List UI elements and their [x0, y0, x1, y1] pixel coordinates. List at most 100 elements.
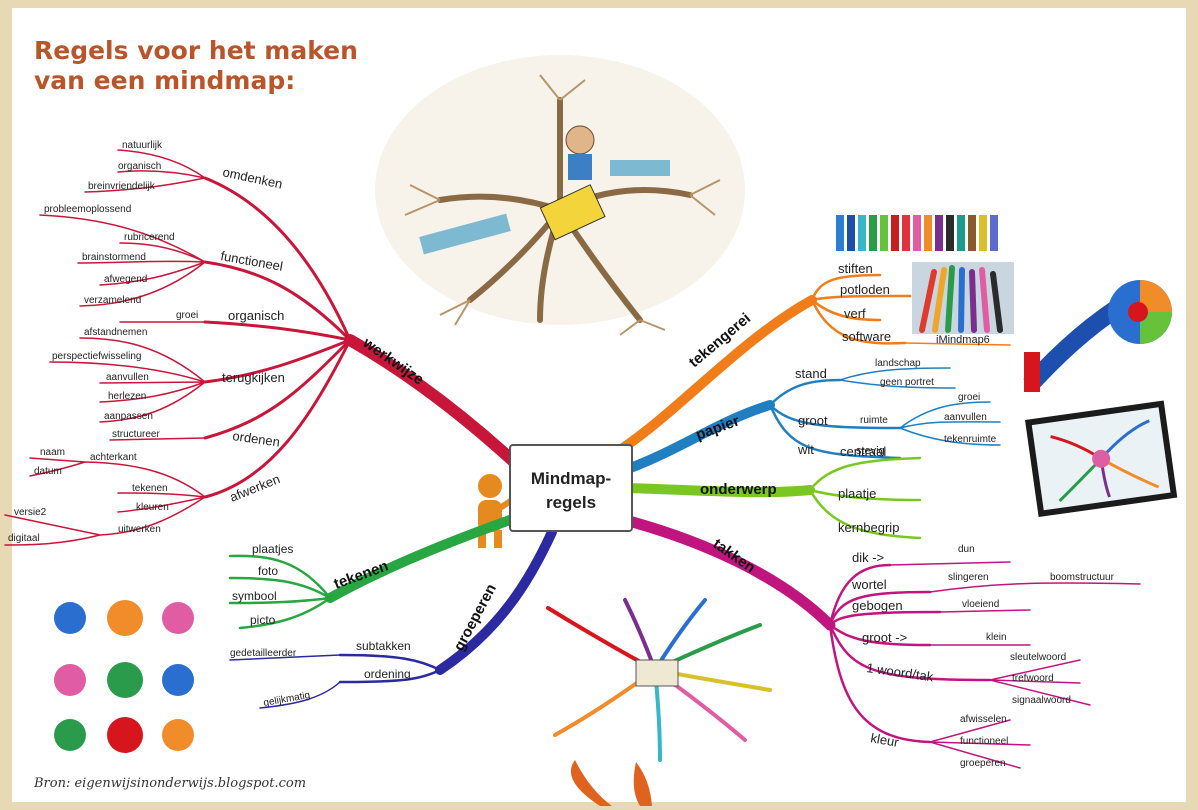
branch-tekenen: [325, 515, 515, 603]
werkwijze-group-label: organisch: [228, 308, 284, 323]
tekengerei-item: iMindmap6: [936, 334, 990, 346]
papier-item: stevig: [856, 445, 885, 457]
onderwerp-item: centraal: [840, 444, 886, 459]
werkwijze-item: naam: [40, 447, 65, 458]
werkwijze-item: groei: [176, 310, 198, 321]
werkwijze-item: tekenen: [132, 483, 168, 494]
groeperen-item: subtakken: [356, 639, 411, 653]
page-title-line2: van een mindmap:: [34, 66, 296, 95]
takken-item: boomstructuur: [1050, 572, 1115, 583]
werkwijze-group-label: ordenen: [232, 428, 281, 449]
papier-item: groot: [798, 413, 828, 428]
tekengerei-item: potloden: [840, 282, 890, 297]
papier-item: stand: [795, 366, 827, 381]
tekenen-item: picto: [250, 613, 276, 627]
people-icons-illustration: [54, 600, 194, 753]
werkwijze-subbranches: [4, 149, 352, 546]
werkwijze-item: versie2: [14, 507, 47, 518]
werkwijze-item: structureer: [112, 429, 160, 440]
werkwijze-item: breinvriendelijk: [88, 181, 156, 192]
page-title: Regels voor het maken van een mindmap:: [34, 36, 358, 96]
takken-item: dik ->: [852, 550, 884, 565]
werkwijze-item: achterkant: [90, 452, 137, 463]
werkwijze-item: digitaal: [8, 533, 40, 544]
werkwijze-item: afwegend: [104, 274, 147, 285]
takken-item: 1 woord/tak: [866, 660, 935, 684]
branch-label-tekenen: tekenen: [332, 557, 391, 592]
tekengerei-labels: stiften potloden verf software iMindmap6: [838, 261, 990, 346]
onderwerp-item: plaatje: [838, 486, 876, 501]
source-credit: Bron: eigenwijsinonderwijs.blogspot.com: [34, 776, 307, 791]
werkwijze-group-label: omdenken: [221, 164, 284, 191]
sample-mindmap-illustration: [375, 55, 745, 336]
center-title-line2: regels: [546, 493, 596, 512]
imindmap-logo: [1023, 280, 1172, 392]
papier-item: landschap: [875, 358, 921, 369]
takken-item: vloeiend: [962, 599, 999, 610]
colored-tree-illustration: [546, 598, 772, 806]
takken-item: sleutelwoord: [1010, 652, 1066, 663]
tekenen-subbranches: [228, 554, 332, 630]
tekenen-labels: plaatjes foto symbool picto: [232, 542, 293, 627]
werkwijze-item: datum: [34, 466, 62, 477]
branch-tekengerei: [615, 295, 817, 455]
tekengerei-item: software: [842, 329, 891, 344]
markers-illustration: [836, 215, 998, 251]
branch-label-onderwerp: onderwerp: [700, 481, 777, 498]
takken-item: slingeren: [948, 572, 989, 583]
takken-subbranches: [828, 561, 1141, 769]
werkwijze-group-label: terugkijken: [222, 370, 285, 385]
takken-item: klein: [986, 632, 1007, 643]
takken-item: functioneel: [960, 736, 1008, 747]
groeperen-item: gedetailleerder: [230, 648, 297, 659]
tekenen-item: plaatjes: [252, 542, 293, 556]
papier-item: wit: [797, 442, 814, 457]
papier-subbranches: [768, 367, 1001, 460]
werkwijze-item: perspectiefwisseling: [52, 351, 142, 362]
groeperen-item: gelijkmatig: [263, 690, 311, 709]
takken-item: dun: [958, 544, 975, 555]
papier-item: geen portret: [880, 377, 934, 388]
werkwijze-item: natuurlijk: [122, 140, 163, 151]
werkwijze-labels: omdenken natuurlijk organisch breinvrien…: [8, 140, 285, 544]
main-branches: [325, 295, 836, 675]
werkwijze-item: probleemoplossend: [44, 204, 131, 215]
takken-item: kleur: [869, 730, 900, 750]
werkwijze-item: brainstormend: [82, 252, 146, 263]
groeperen-labels: subtakken gedetailleerder ordening gelij…: [230, 639, 411, 709]
werkwijze-group-label: afwerken: [228, 471, 283, 505]
papier-labels: stand landschap geen portret groot ruimt…: [795, 358, 997, 457]
werkwijze-item: kleuren: [136, 502, 169, 513]
werkwijze-item: organisch: [118, 161, 161, 172]
werkwijze-item: herlezen: [108, 391, 146, 402]
takken-labels: dik -> dun wortel slingeren boomstructuu…: [851, 544, 1115, 769]
takken-item: trefwoord: [1012, 673, 1054, 684]
werkwijze-item: aanvullen: [106, 372, 149, 383]
papier-item: ruimte: [860, 415, 888, 426]
onderwerp-labels: centraal plaatje kernbegrip: [838, 444, 899, 535]
branch-takken: [619, 514, 836, 631]
digital-mindmap-illustration: [1025, 400, 1178, 518]
takken-item: groeperen: [960, 758, 1006, 769]
tekengerei-subbranches: [810, 273, 1011, 346]
center-title-line1: Mindmap-: [531, 469, 611, 488]
branch-groeperen: [435, 527, 557, 675]
tekengerei-item: stiften: [838, 261, 873, 276]
branch-label-papier: papier: [694, 412, 742, 443]
branch-werkwijze: [344, 334, 531, 478]
page-title-line1: Regels voor het maken: [34, 36, 358, 65]
werkwijze-item: aanpassen: [104, 411, 153, 422]
branch-papier: [620, 400, 775, 475]
papier-item: aanvullen: [944, 412, 987, 423]
werkwijze-group-label: functioneel: [219, 248, 284, 274]
takken-item: groot ->: [862, 630, 907, 645]
tekenen-item: symbool: [232, 589, 277, 603]
groeperen-subbranches: [229, 653, 442, 709]
branch-onderwerp: [620, 483, 815, 498]
papier-item: tekenruimte: [944, 434, 997, 445]
takken-item: signaalwoord: [1012, 695, 1071, 706]
tekenen-item: foto: [258, 564, 278, 578]
onderwerp-item: kernbegrip: [838, 520, 899, 535]
papier-item: groei: [958, 392, 980, 403]
